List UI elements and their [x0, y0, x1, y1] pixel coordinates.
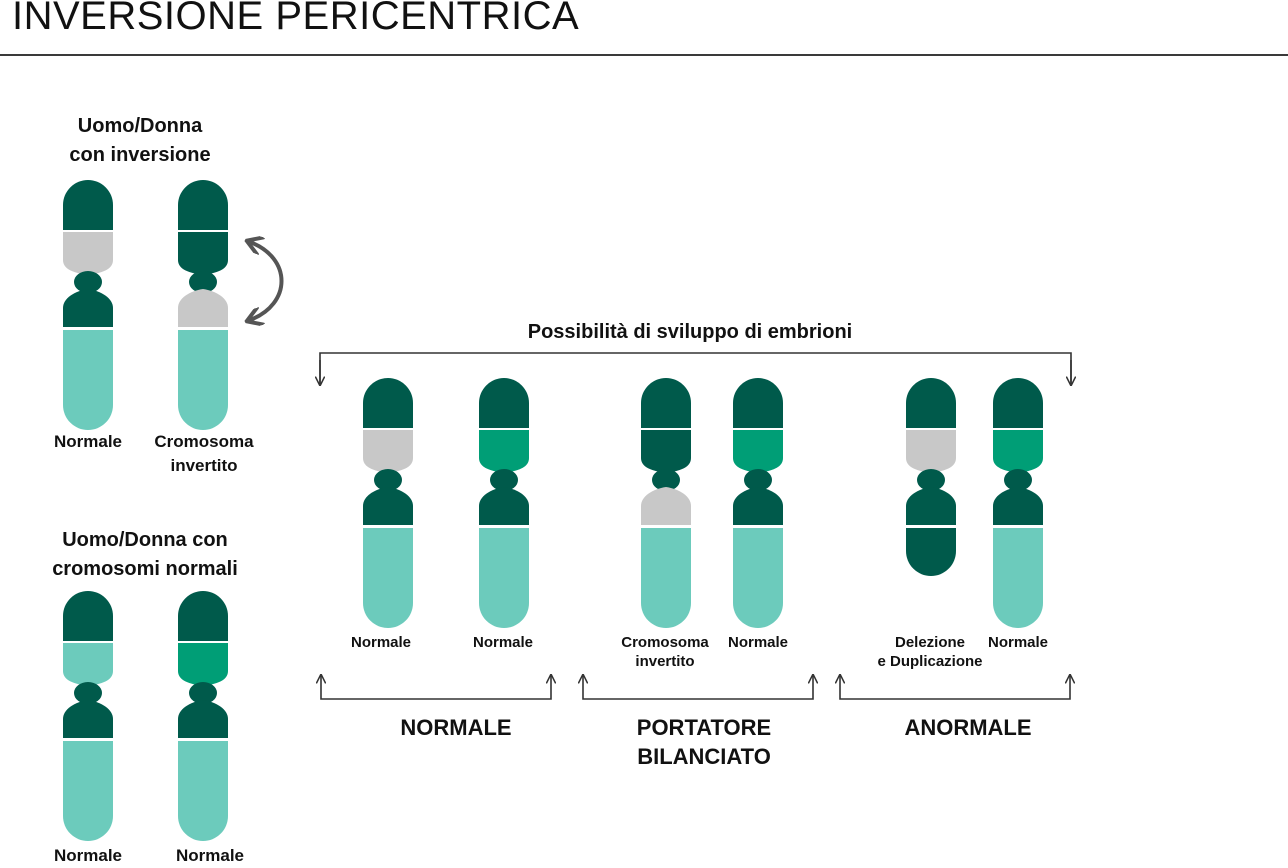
category-portatore-bilanciato: PORTATORE BILANCIATO — [636, 715, 772, 769]
chromosome — [733, 378, 783, 628]
embryo-label: Delezione e Duplicazione — [877, 634, 983, 670]
chromosome — [178, 180, 228, 430]
heading-line: con inversione — [69, 144, 211, 166]
chromosome — [993, 378, 1043, 628]
chromosome — [63, 591, 113, 841]
heading-line: Uomo/Donna con — [62, 529, 228, 551]
chromosomes-layer — [63, 180, 1043, 841]
title-divider — [0, 54, 1288, 56]
bracket-anormale — [840, 676, 1070, 700]
chromosome — [63, 180, 113, 430]
normal-parent-heading: Uomo/Donna con cromosomi normali — [20, 526, 270, 584]
embryo-label: Normale — [987, 634, 1049, 651]
heading-line: cromosomi normali — [52, 558, 238, 580]
category-anormale: ANORMALE — [904, 715, 1032, 740]
chromosome-label: Normale — [53, 846, 123, 865]
embryo-label: Normale — [350, 634, 412, 651]
embryo-bracket-top — [320, 352, 1071, 384]
swap-arrow-icon — [250, 242, 284, 320]
bracket-portatore — [583, 676, 813, 700]
embryo-label: Cromosoma invertito — [621, 634, 709, 670]
heading-line: Uomo/Donna — [77, 115, 203, 137]
bracket-normale — [321, 676, 551, 700]
chromosome-label: Normale — [175, 846, 245, 865]
category-normale: NORMALE — [400, 715, 512, 740]
embryo-label: Normale — [472, 634, 534, 651]
carrier-parent-heading: Uomo/Donna con inversione — [40, 112, 240, 170]
chromosome — [178, 591, 228, 841]
chromosome-label: Cromosoma invertito — [154, 432, 254, 475]
chromosome — [906, 378, 956, 576]
chromosome — [363, 378, 413, 628]
embryo-label: Normale — [727, 634, 789, 651]
page-title: INVERSIONE PERICENTRICA — [12, 0, 580, 38]
embryo-heading: Possibilità di sviluppo di embrioni — [527, 321, 853, 343]
chromosome-label: Normale — [53, 432, 123, 451]
chromosome — [641, 378, 691, 628]
chromosome — [479, 378, 529, 628]
